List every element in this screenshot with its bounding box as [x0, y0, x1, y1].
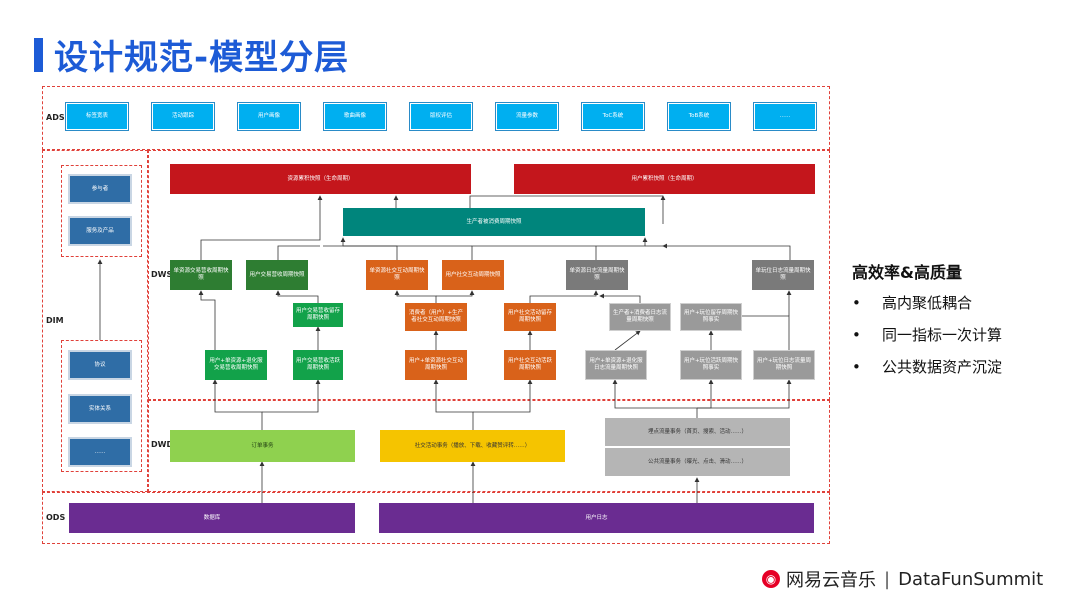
- ads-item-traffic-params: 流量参数: [495, 102, 559, 131]
- bullet-text: 同一指标一次计算: [882, 326, 1003, 344]
- dws-row1-resource-log: 单资源日志流量周期快照: [566, 260, 628, 290]
- dws-row3-user-slot-active: 用户+玩位活跃周期快照事实: [680, 350, 742, 380]
- bullet-text: 高内聚低耦合: [882, 294, 973, 312]
- dwd-layer-label: DWD: [151, 440, 174, 449]
- ads-item-ellipsis: ……: [753, 102, 817, 131]
- netease-music-logo-icon: ◉: [762, 570, 780, 588]
- dws-row3-user-resource-trade: 用户+单资源+退化服交易营收周期快照: [205, 350, 267, 380]
- ods-database: 数据库: [69, 503, 355, 533]
- dws-user-lifecycle-snapshot: 用户累积快照（生命周期）: [514, 164, 815, 194]
- dim-item-entity-relation: 实体关系: [68, 394, 132, 424]
- ads-item-copyright-eval: 版权评估: [409, 102, 473, 131]
- dws-resource-lifecycle-snapshot: 资源累积快照（生命周期）: [170, 164, 471, 194]
- dws-row3-user-resource-log: 用户+单资源+退化服日志流量周期快照: [585, 350, 647, 380]
- dim-item-agreement: 协议: [68, 350, 132, 380]
- ads-layer-label: ADS: [46, 113, 65, 122]
- dwd-layer: [148, 400, 830, 492]
- ads-item-toc-system: ToC系统: [581, 102, 645, 131]
- bullet-text: 公共数据资产沉淀: [882, 358, 1003, 376]
- dim-item-ellipsis: ……: [68, 437, 132, 467]
- footer-separator: |: [884, 568, 891, 590]
- brand-name: 网易云音乐: [786, 570, 876, 591]
- dws-producer-consumed-snapshot: 生产者被消费周期快照: [343, 208, 645, 236]
- dws-row3-user-resource-social: 用户+单资源社交互动周期快照: [405, 350, 467, 380]
- ods-layer-label: ODS: [46, 513, 66, 522]
- side-bullet-1: • 高内聚低耦合: [852, 292, 972, 313]
- dim-item-participant: 参与者: [68, 174, 132, 204]
- dws-row1-user-trade: 用户交易营收周期快照: [246, 260, 308, 290]
- ods-user-log: 用户日志: [379, 503, 814, 533]
- dim-item-service-product: 服务及产品: [68, 216, 132, 246]
- ods-layer: [42, 492, 830, 544]
- dwd-order-transaction: 订单事务: [170, 430, 355, 462]
- dws-row3-user-trade-active: 用户交易营收活跃周期快照: [293, 350, 343, 380]
- dim-bottom-group: [61, 340, 142, 472]
- bullet-dot: •: [852, 358, 861, 376]
- dws-row1-resource-trade: 单资源交易营收周期快照: [170, 260, 232, 290]
- dwd-social-transaction: 社交活动事务（播放、下载、收藏赞评转……）: [380, 430, 565, 462]
- dim-top-group: [61, 165, 142, 257]
- dws-row1-slot-log: 单玩位日志流量周期快照: [752, 260, 814, 290]
- dws-layer: [148, 150, 830, 400]
- dws-row3-user-social-active: 用户社交互动活跃周期快照: [504, 350, 556, 380]
- dws-row2-consumer-producer-social: 消费者（用户）+生产者社交互动周期快照: [405, 303, 467, 331]
- page-title: 设计规范-模型分层: [54, 38, 350, 78]
- dws-row3-user-slot-log: 用户+玩位日志流量周期快照: [753, 350, 815, 380]
- dwd-tracking-traffic: 埋点流量事务（首页、搜索、活动……）: [605, 418, 790, 446]
- dws-row1-user-social: 用户社交互动周期快照: [442, 260, 504, 290]
- ads-item-user-profile: 用户画像: [237, 102, 301, 131]
- dws-row1-resource-social: 单资源社交互动周期快照: [366, 260, 428, 290]
- dim-layer: [42, 150, 148, 492]
- dws-row2-user-social-retention: 用户社交活动留存周期快照: [504, 303, 556, 331]
- ads-item-tag-table: 标签宽表: [65, 102, 129, 131]
- dws-row2-user-slot-retention: 用户+玩位留存周期快照事实: [680, 303, 742, 331]
- ads-item-song-profile: 歌曲画像: [323, 102, 387, 131]
- side-bullet-3: • 公共数据资产沉淀: [852, 356, 1002, 377]
- bullet-dot: •: [852, 326, 861, 344]
- ads-item-tob-system: ToB系统: [667, 102, 731, 131]
- dws-layer-label: DWS: [151, 270, 173, 279]
- dws-row2-user-trade-retention: 用户交易营收留存周期快照: [293, 303, 343, 327]
- event-name: DataFunSummit: [898, 568, 1044, 590]
- ads-layer: [42, 86, 830, 150]
- ads-item-activity-tracking: 活动跟踪: [151, 102, 215, 131]
- dim-layer-label: DIM: [46, 316, 64, 325]
- side-heading: 高效率&高质量: [852, 263, 962, 282]
- title-accent-bar: [34, 38, 43, 72]
- bullet-dot: •: [852, 294, 861, 312]
- side-bullet-2: • 同一指标一次计算: [852, 324, 1002, 345]
- dws-row2-producer-consumer-log: 生产者+消费者日志流量周期快照: [609, 303, 671, 331]
- dwd-public-traffic: 公共流量事务（曝光、点击、滑动……）: [605, 448, 790, 476]
- footer: ◉ 网易云音乐 | DataFunSummit: [762, 566, 1043, 592]
